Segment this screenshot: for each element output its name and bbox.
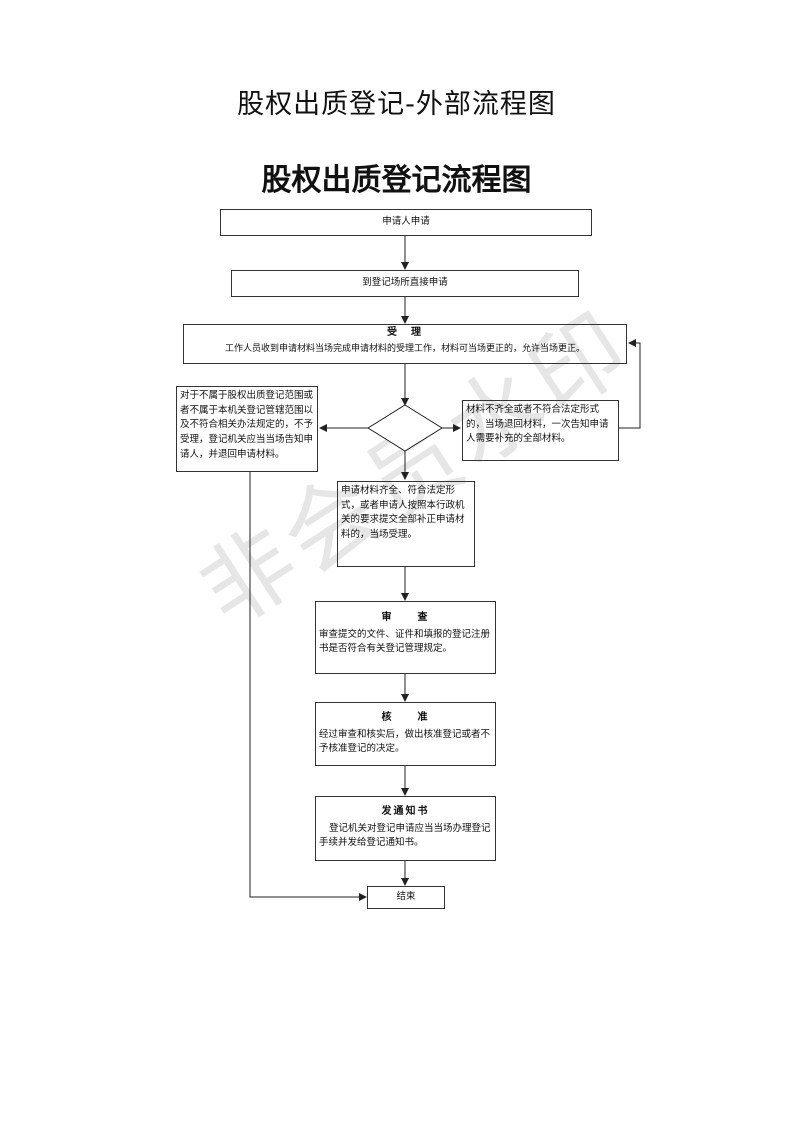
node-accept: 受 理 工作人员收到申请材料当场完成申请材料的受理工作，材料可当场更正的，允许当… bbox=[183, 324, 627, 364]
node-reject: 对于不属于股权出质登记范围或者不属于本机关登记管辖范围以及不符合相关办法规定的，… bbox=[176, 386, 318, 472]
node-end: 结束 bbox=[367, 886, 445, 909]
arrow-reject-to-end bbox=[249, 471, 367, 901]
node-review-title: 审 查 bbox=[381, 612, 430, 623]
flowchart-title: 股权出质登记流程图 bbox=[261, 163, 532, 198]
node-complete: 申请材料齐全、符合法定形式，或者申请人按照本行政机关的要求提交全部补正申请材料的… bbox=[337, 481, 475, 567]
node-direct-apply: 到登记场所直接申请 bbox=[231, 270, 579, 297]
node-apply-label: 申请人申请 bbox=[382, 216, 430, 228]
node-reject-text: 对于不属于股权出质登记范围或者不属于本机关登记管辖范围以及不符合相关办法规定的，… bbox=[180, 390, 314, 460]
node-incomplete-text: 材料不齐全或者不符合法定形式的，当场退回材料，一次告知申请人需要补充的全部材料。 bbox=[466, 404, 609, 445]
node-complete-text: 申请材料齐全、符合法定形式，或者申请人按照本行政机关的要求提交全部补正申请材料的… bbox=[341, 485, 465, 541]
node-apply: 申请人申请 bbox=[220, 209, 592, 236]
node-accept-text: 工作人员收到申请材料当场完成申请材料的受理工作，材料可当场更正的，允许当场更正。 bbox=[224, 343, 585, 354]
node-incomplete: 材料不齐全或者不符合法定形式的，当场退回材料，一次告知申请人需要补充的全部材料。 bbox=[462, 400, 619, 461]
loop-incomplete-to-accept bbox=[619, 339, 641, 429]
page-title: 股权出质登记-外部流程图 bbox=[237, 89, 556, 120]
decision-diamond bbox=[367, 404, 443, 452]
node-end-label: 结束 bbox=[396, 891, 416, 903]
node-accept-title: 受 理 bbox=[387, 327, 423, 338]
node-direct-apply-label: 到登记场所直接申请 bbox=[362, 277, 448, 289]
node-notice-title: 发通知书 bbox=[381, 806, 430, 817]
node-approve-title: 核 准 bbox=[381, 712, 430, 723]
node-approve-text: 经过审查和核实后，做出核准登记或者不予核准登记的决定。 bbox=[319, 728, 491, 755]
node-notice: 发通知书 登记机关对登记申请应当当场办理登记手续并发给登记通知书。 bbox=[315, 796, 496, 861]
node-review-text: 审查提交的文件、证件和填报的登记注册书是否符合有关登记管理规定。 bbox=[319, 628, 491, 655]
node-approve: 核 准 经过审查和核实后，做出核准登记或者不予核准登记的决定。 bbox=[315, 702, 496, 766]
node-notice-text: 登记机关对登记申请应当当场办理登记手续并发给登记通知书。 bbox=[319, 822, 491, 849]
node-review: 审 查 审查提交的文件、证件和填报的登记注册书是否符合有关登记管理规定。 bbox=[315, 601, 496, 674]
